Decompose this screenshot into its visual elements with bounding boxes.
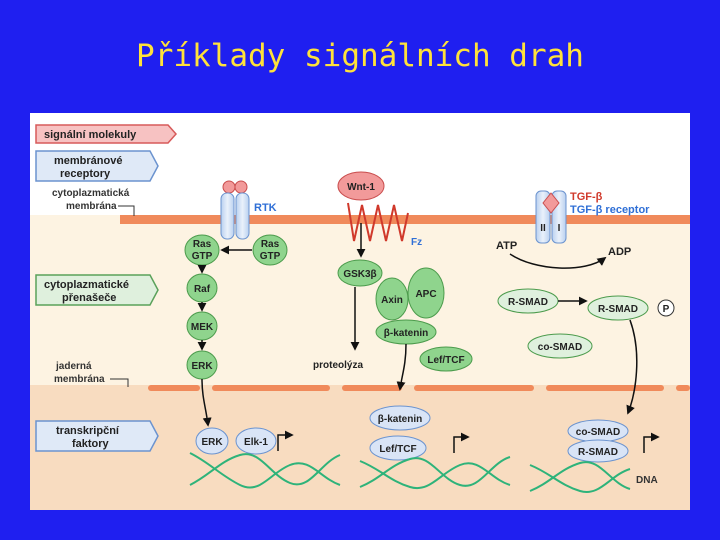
signaling-pathways-diagram: signální molekuly membránové receptory c…: [30, 113, 690, 510]
slide-title: Příklady signálních drah: [0, 38, 720, 74]
legend-signal-molecules: signální molekuly: [44, 129, 137, 141]
erk-nuclear-label: ERK: [201, 437, 223, 448]
catenin-nuclear-label: β-katenin: [378, 414, 422, 425]
phosphate-label: P: [663, 304, 670, 315]
rtk-receptor-right: [236, 193, 249, 239]
legend-cyto-carriers-line1: cytoplazmatické: [44, 279, 129, 291]
rtk-ligand: [235, 181, 247, 193]
rtk-ligand: [223, 181, 235, 193]
legend-cytoplasmic-membrane-line1: cytoplazmatická: [52, 188, 130, 199]
apc-label: APC: [415, 289, 436, 300]
tgf-receptor-i-label: I: [558, 223, 561, 234]
ras-label-right: Ras: [261, 239, 280, 250]
rsmad-p-label: R-SMAD: [598, 304, 638, 315]
ras-label-left: Ras: [193, 239, 212, 250]
axin-label: Axin: [381, 295, 403, 306]
dna-label: DNA: [636, 475, 658, 486]
legend-cyto-carriers-line2: přenašeče: [62, 292, 116, 304]
leftcf-label: Lef/TCF: [427, 355, 464, 366]
gtp-label-right: GTP: [260, 251, 281, 262]
gsk3-label: GSK3β: [343, 269, 376, 280]
legend-membrane-receptors-line2: receptory: [60, 168, 111, 180]
rsmad-nuclear-label: R-SMAD: [578, 447, 618, 458]
adp-label: ADP: [608, 246, 631, 258]
wnt-label: Wnt-1: [347, 182, 375, 193]
nuclear-membrane: [148, 385, 690, 391]
rtk-label: RTK: [254, 202, 277, 214]
atp-label: ATP: [496, 240, 517, 252]
tgf-ligand-label: TGF-β: [570, 191, 603, 203]
erk-label: ERK: [191, 361, 213, 372]
elk-label: Elk-1: [244, 437, 268, 448]
fz-label: Fz: [411, 237, 422, 248]
leftcf-nuclear-label: Lef/TCF: [379, 444, 416, 455]
legend-cytoplasmic-membrane-line2: membrána: [66, 201, 117, 212]
rtk-receptor-left: [221, 193, 234, 239]
catenin-label: β-katenin: [384, 328, 428, 339]
legend-nuclear-membrane-line1: jaderná: [55, 361, 92, 372]
rsmad-label: R-SMAD: [508, 297, 548, 308]
legend-transcription-factors-line2: faktory: [72, 438, 110, 450]
cosmad-label: co-SMAD: [538, 342, 582, 353]
raf-label: Raf: [194, 284, 211, 295]
tgf-receptor-label: TGF-β receptor: [570, 204, 650, 216]
legend-transcription-factors-line1: transkripční: [56, 425, 120, 437]
tgf-receptor-ii-label: II: [540, 223, 546, 234]
mek-label: MEK: [191, 322, 214, 333]
gtp-label-left: GTP: [192, 251, 213, 262]
proteolysis-label: proteolýza: [313, 360, 363, 371]
cosmad-nuclear-label: co-SMAD: [576, 427, 620, 438]
legend-nuclear-membrane-line2: membrána: [54, 374, 105, 385]
legend-membrane-receptors-line1: membránové: [54, 155, 122, 167]
